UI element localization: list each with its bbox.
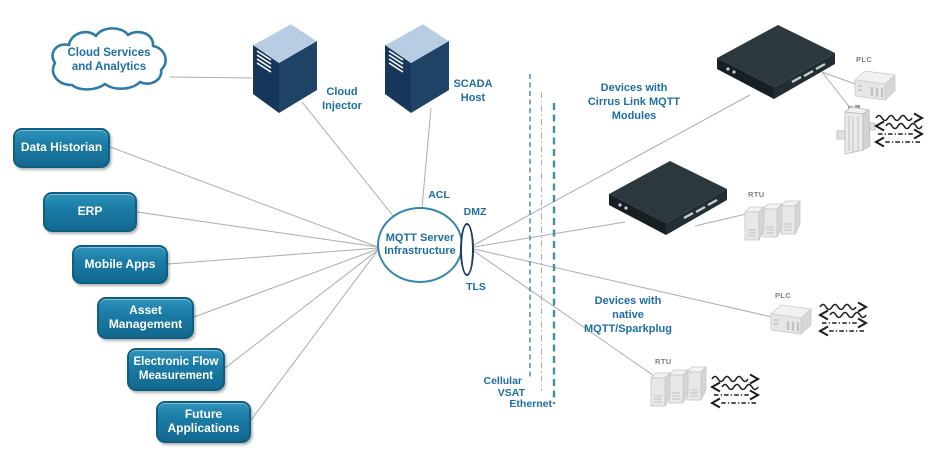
plc-mid-label: PLC — [775, 291, 792, 300]
din-radio-module-icon — [836, 104, 876, 155]
app-box-erp: ERP — [43, 192, 137, 232]
cloud-icon — [51, 27, 167, 91]
native-devices-label: Devices with native MQTT/Sparkplug — [578, 295, 678, 336]
gateway-device-icon-top — [715, 23, 837, 101]
cloud-services-node: Cloud Services and Analytics — [44, 24, 174, 102]
cloud-services-label: Cloud Services and Analytics — [67, 47, 151, 74]
scada-host-server-icon — [384, 23, 450, 114]
dmz-lens-shape — [460, 223, 474, 276]
cirrus-devices-label-line3: Modules — [611, 109, 657, 122]
ethernet-label: Ethernet — [509, 398, 552, 410]
native-devices-label-line1: Devices with — [594, 295, 662, 307]
signal-arrows-icon-bottom — [711, 373, 759, 409]
cirrus-devices-label: Devices with Cirrus Link MQTT Modules — [584, 82, 684, 123]
plc-icon-top — [853, 69, 897, 102]
vsat-label: VSAT — [497, 387, 525, 399]
acl-label: ACL — [428, 189, 450, 201]
signal-arrows-icon-top — [875, 112, 923, 148]
connector-lines — [109, 71, 859, 421]
rtu-icon-mid — [744, 200, 801, 241]
app-box-asset-management: Asset Management — [97, 297, 194, 339]
app-box-electronic-flow-measurement: Electronic Flow Measurement — [127, 348, 225, 391]
rtu-bottom-label: RTU — [655, 357, 672, 366]
app-box-data-historian: Data Historian — [13, 128, 110, 168]
tls-label: TLS — [466, 281, 486, 293]
gateway-device-icon-mid — [607, 159, 729, 237]
app-box-mobile-apps: Mobile Apps — [72, 245, 168, 284]
mqtt-server-infrastructure-node: MQTT Server Infrastructure — [377, 207, 463, 283]
app-box-future-applications: Future Applications — [156, 401, 251, 443]
native-devices-label-line3: MQTT/Sparkplug — [584, 322, 672, 335]
rtu-mid-label: RTU — [748, 190, 765, 199]
native-devices-label-line2: native — [612, 308, 644, 321]
scada-host-label: SCADA Host — [453, 78, 493, 104]
cloud-injector-label: Cloud Injector — [322, 86, 362, 112]
rtu-icon-bottom — [650, 366, 707, 407]
cloud-injector-server-icon — [252, 23, 318, 114]
dmz-label: DMZ — [463, 206, 487, 218]
cirrus-devices-label-line2: Cirrus Link MQTT — [587, 95, 681, 108]
plc-top-label: PLC — [856, 55, 873, 64]
cirrus-devices-label-line1: Devices with — [600, 82, 668, 94]
plc-icon-mid — [769, 303, 813, 336]
cellular-label: Cellular — [483, 375, 522, 387]
signal-arrows-icon-mid — [819, 301, 867, 337]
